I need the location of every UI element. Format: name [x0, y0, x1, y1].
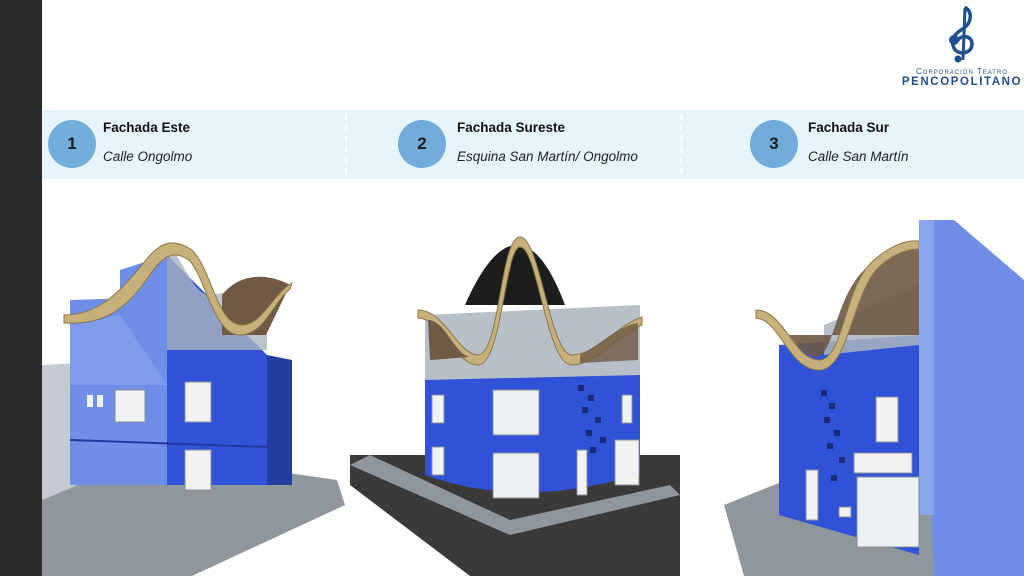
- facade-number-badge: 3: [750, 120, 798, 168]
- band-divider: [345, 114, 347, 174]
- facade-number-badge: 1: [48, 120, 96, 168]
- facade-item-2: 2 Fachada Sureste Esquina San Martín/ On…: [396, 110, 716, 179]
- facade-number-badge: 2: [398, 120, 446, 168]
- facade-item-3: 3 Fachada Sur Calle San Martín: [748, 110, 1018, 179]
- facade-render-southeast: [350, 185, 680, 576]
- facade-title: Fachada Sureste: [457, 120, 566, 135]
- facade-item-1: 1 Fachada Este Calle Ongolmo: [42, 110, 347, 179]
- facade-subtitle: Esquina San Martín/ Ongolmo: [457, 149, 638, 164]
- logo-name: PENCOPOLITANO: [901, 76, 1023, 88]
- facade-subtitle: Calle San Martín: [808, 149, 909, 164]
- render-divider: [680, 452, 682, 576]
- facade-title: Fachada Este: [103, 120, 191, 135]
- teatro-logo: Corporación Teatro PENCOPOLITANO: [900, 4, 1024, 94]
- facade-subtitle: Calle Ongolmo: [103, 149, 193, 164]
- facade-render-south: [724, 220, 1024, 576]
- facade-labels-band: 1 Fachada Este Calle Ongolmo 2 Fachada S…: [42, 110, 1024, 179]
- logo-org-label: Corporación Teatro: [916, 67, 1008, 76]
- band-divider: [680, 114, 682, 174]
- left-sidebar-bar: [0, 0, 42, 576]
- treble-clef-icon: [949, 6, 974, 63]
- facade-render-east: [42, 242, 345, 576]
- render-divider: [345, 452, 347, 576]
- facade-title: Fachada Sur: [808, 120, 890, 135]
